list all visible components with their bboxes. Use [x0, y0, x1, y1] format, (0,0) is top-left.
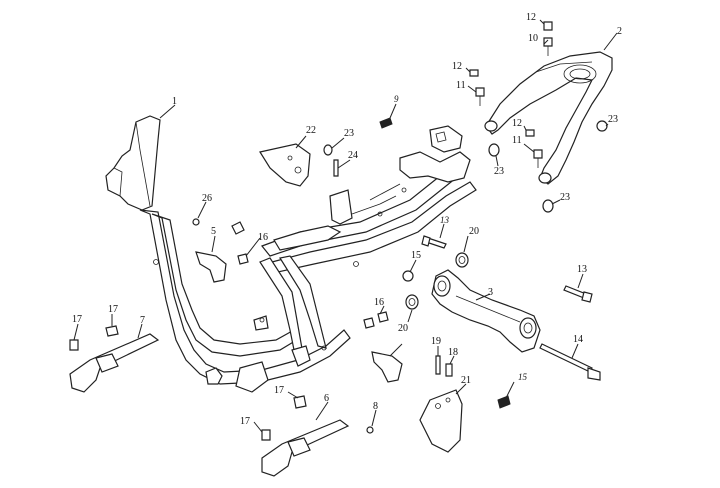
callout-6: 6 [324, 393, 329, 404]
callout-3: 3 [488, 287, 493, 298]
bolt-13-left [421, 235, 447, 249]
callout-2: 2 [617, 26, 622, 37]
stand-bracket-6 [261, 395, 350, 477]
callout-17b: 17 [108, 304, 118, 315]
callout-17c: 17 [274, 385, 284, 396]
callout-22: 22 [306, 125, 316, 136]
callout-15a: 15 [411, 250, 421, 261]
callout-21: 21 [461, 375, 471, 386]
callout-17d: 17 [240, 416, 250, 427]
callout-13b: 13 [577, 264, 587, 275]
callout-20a: 20 [469, 226, 479, 237]
callout-16b: 16 [258, 232, 268, 243]
callout-11a: 11 [456, 80, 466, 91]
callout-16a: 16 [374, 297, 384, 308]
callout-12b: 12 [512, 118, 522, 129]
stand-bracket-7 [69, 325, 160, 393]
callout-12c: 12 [526, 12, 536, 23]
callout-5: 5 [211, 226, 216, 237]
grab-rail [484, 51, 613, 185]
callout-20b: 20 [398, 323, 408, 334]
callout-1: 1 [172, 96, 177, 107]
bolt-13-right [563, 285, 593, 303]
long-bolt-14 [539, 343, 601, 381]
main-frame [105, 115, 477, 393]
bracket-21 [419, 389, 463, 453]
collars [402, 252, 469, 310]
callout-14: 14 [573, 334, 583, 345]
engine-hanger [431, 269, 541, 353]
callout-10: 10 [528, 33, 538, 44]
callout-26: 26 [202, 193, 212, 204]
callout-7: 7 [140, 315, 145, 326]
grab-rail-fasteners [323, 21, 608, 213]
clip-4 [363, 311, 403, 383]
callout-13a: 13 [440, 215, 449, 225]
callout-24: 24 [348, 150, 358, 161]
leader-lines [73, 19, 618, 433]
callout-23a: 23 [344, 128, 354, 139]
callout-15b: 15 [518, 372, 527, 382]
clip-5 [195, 221, 249, 283]
callout-12a: 12 [452, 61, 462, 72]
bracket-22 [259, 143, 311, 187]
callout-11b: 11 [512, 135, 522, 146]
springs [379, 117, 511, 409]
callout-8: 8 [373, 401, 378, 412]
callout-23b: 23 [608, 114, 618, 125]
callout-23d: 23 [560, 192, 570, 203]
callout-23c: 23 [494, 166, 504, 177]
callout-19: 19 [431, 336, 441, 347]
callout-18: 18 [448, 347, 458, 358]
callout-9: 9 [394, 94, 399, 104]
callout-17a: 17 [72, 314, 82, 325]
small-pins [192, 159, 453, 434]
